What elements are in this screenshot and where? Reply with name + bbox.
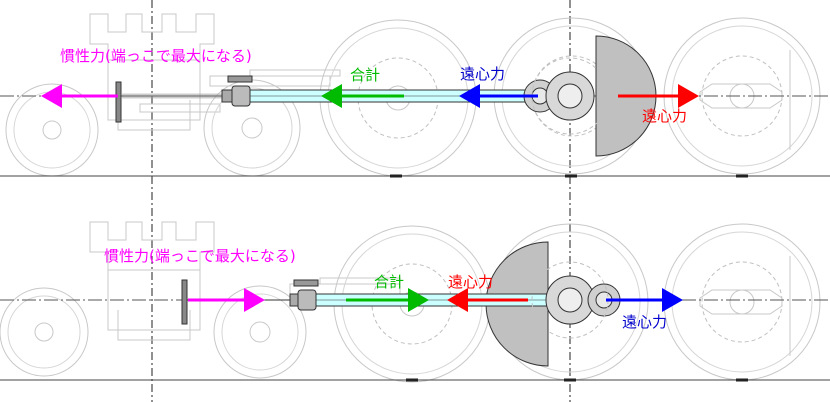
bottom-frame-outline bbox=[89, 221, 401, 341]
top-total-label: 合計 bbox=[350, 66, 380, 84]
bottom-wheel-1 bbox=[0, 287, 89, 377]
bottom-total-label: 合計 bbox=[374, 273, 404, 291]
top-centrifugal-counter-label: 遠心力 bbox=[642, 107, 687, 125]
bottom-centrifugal-counter-label: 遠心力 bbox=[622, 313, 667, 331]
bottom-centrifugal-rod-label: 遠心力 bbox=[448, 273, 493, 291]
bottom-wheel-5 bbox=[663, 223, 821, 381]
top-piston-rod bbox=[115, 75, 253, 123]
bottom-panel: 慣性力(端っこで最大になる) 合計 遠心力 遠心力 bbox=[0, 221, 830, 383]
top-panel: 慣性力(端っこで最大になる) 合計 遠心力 遠心力 bbox=[0, 13, 830, 178]
top-frame-outline bbox=[89, 13, 341, 131]
top-connecting-rod bbox=[249, 57, 609, 135]
top-wheel-1 bbox=[5, 83, 99, 177]
top-inertia-label: 慣性力(端っこで最大になる) bbox=[60, 47, 252, 65]
top-centrifugal-rod-label: 遠心力 bbox=[460, 65, 505, 83]
bottom-inertia-label: 慣性力(端っこで最大になる) bbox=[104, 247, 296, 265]
